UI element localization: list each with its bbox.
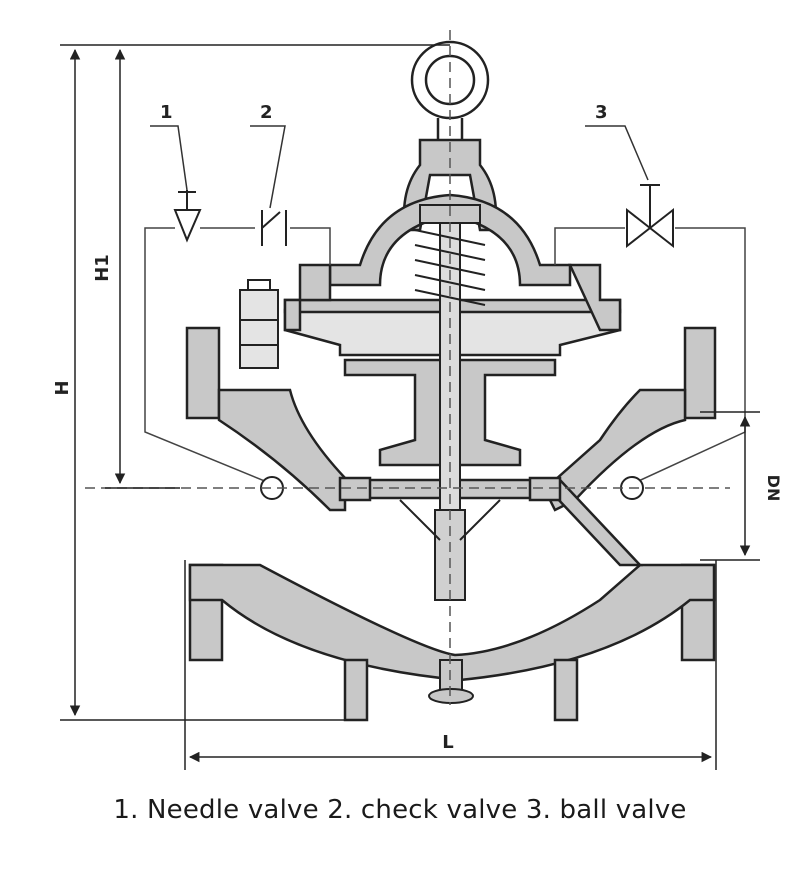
dimension-h1-label: H1 xyxy=(92,254,113,282)
control-piping xyxy=(144,227,746,485)
dimension-h-label: H xyxy=(52,380,73,395)
pilot-bracket xyxy=(239,279,279,369)
dimension-dn-label: DN xyxy=(764,475,783,502)
callout-1: 1 xyxy=(160,102,173,123)
dimension-lines xyxy=(60,44,760,770)
valve-bonnet xyxy=(283,138,622,502)
callout-3: 3 xyxy=(595,102,608,123)
lifting-eye-icon xyxy=(410,40,490,140)
valve-lower-body xyxy=(188,563,716,722)
valve-upper-body xyxy=(185,326,717,567)
centerlines xyxy=(85,30,730,705)
needle-valve-icon xyxy=(173,190,202,243)
callout-leaders xyxy=(150,125,649,209)
check-valve-icon xyxy=(261,210,287,246)
diagram-caption: 1. Needle valve 2. check valve 3. ball v… xyxy=(113,795,687,825)
dimension-l-label: L xyxy=(442,732,453,753)
callout-2: 2 xyxy=(260,102,273,123)
ball-valve-icon xyxy=(626,184,674,249)
